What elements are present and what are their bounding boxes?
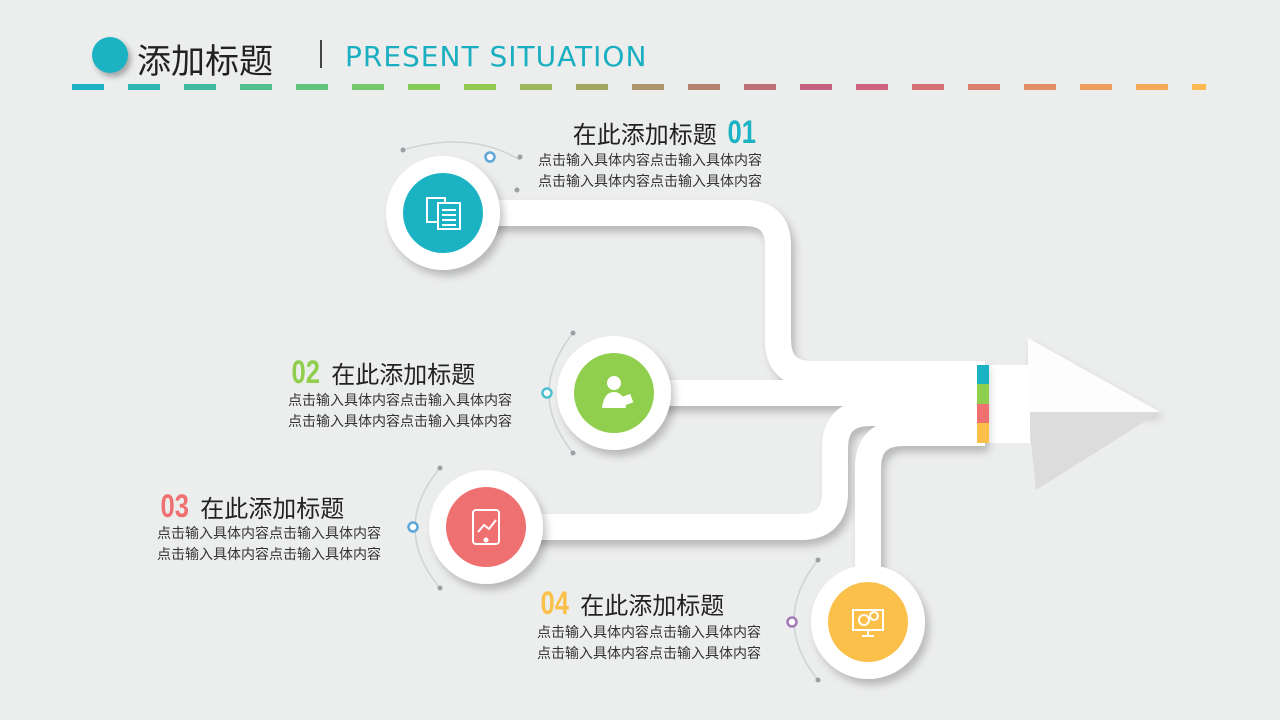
- documents-gear-icon: [426, 197, 461, 230]
- divider-dash: [1192, 84, 1206, 90]
- divider-dash: [240, 84, 272, 90]
- step-number: 02: [291, 354, 321, 390]
- businessman-icon: [602, 376, 634, 408]
- step-title: 在此添加标题: [572, 121, 717, 149]
- divider-dash: [184, 84, 216, 90]
- step-3-heading: 03 在此添加标题: [157, 488, 345, 525]
- roads: [443, 200, 985, 622]
- step-1-heading: 在此添加标题 01: [573, 114, 760, 151]
- divider-dash: [1136, 84, 1168, 90]
- phone-chart-icon: [472, 509, 500, 545]
- divider-dash: [72, 84, 104, 90]
- divider-dash: [744, 84, 776, 90]
- step-2-desc: 点击输入具体内容点击输入具体内容点击输入具体内容点击输入具体内容: [288, 393, 512, 430]
- divider-dash: [520, 84, 552, 90]
- step-title: 在此添加标题: [331, 361, 476, 389]
- arrow-head: [1028, 338, 1160, 412]
- title-separator: [320, 40, 322, 68]
- divider-dash: [800, 84, 832, 90]
- divider-dash: [856, 84, 888, 90]
- page-subtitle: PRESENT SITUATION: [345, 40, 648, 73]
- divider-dash: [968, 84, 1000, 90]
- divider-dash: [352, 84, 384, 90]
- divider-dash: [912, 84, 944, 90]
- dashed-divider: [72, 84, 1206, 90]
- divider-dash: [408, 84, 440, 90]
- divider-dash: [128, 84, 160, 90]
- step-4-heading: 04 在此添加标题: [537, 585, 725, 622]
- divider-dash: [1024, 84, 1056, 90]
- step-title: 在此添加标题: [580, 592, 725, 620]
- page-title: 添加标题: [137, 42, 273, 82]
- step-number: 01: [727, 114, 757, 150]
- divider-dash: [688, 84, 720, 90]
- title-bullet: [92, 37, 128, 73]
- step-1-desc: 点击输入具体内容点击输入具体内容点击输入具体内容点击输入具体内容: [538, 153, 762, 190]
- step-3-desc: 点击输入具体内容点击输入具体内容点击输入具体内容点击输入具体内容: [157, 526, 381, 563]
- step-2-heading: 02 在此添加标题: [288, 354, 476, 391]
- monitor-money-icon: [852, 609, 884, 637]
- divider-dash: [632, 84, 664, 90]
- divider-dash: [464, 84, 496, 90]
- divider-dash: [1080, 84, 1112, 90]
- divider-dash: [296, 84, 328, 90]
- divider-dash: [576, 84, 608, 90]
- step-4-desc: 点击输入具体内容点击输入具体内容点击输入具体内容点击输入具体内容: [537, 625, 761, 662]
- step-number: 04: [540, 585, 570, 621]
- step-title: 在此添加标题: [200, 495, 345, 523]
- step-number: 03: [160, 488, 190, 524]
